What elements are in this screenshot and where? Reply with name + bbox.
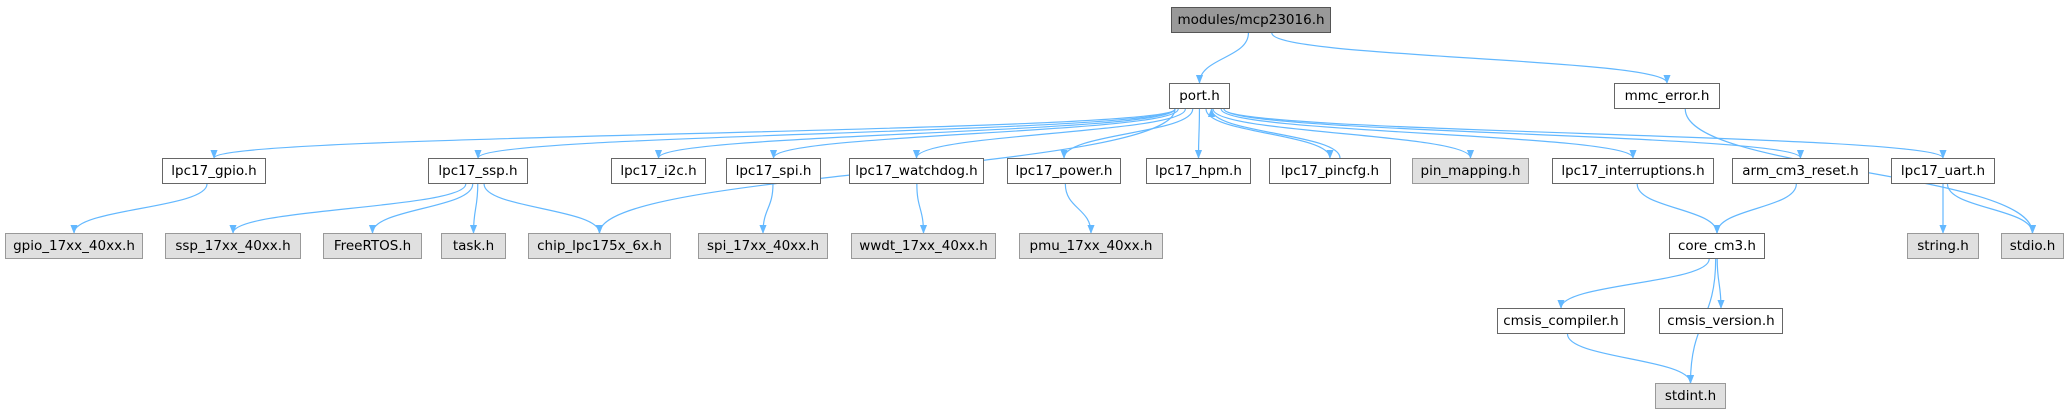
node-freertos-h[interactable]: FreeRTOS.h <box>323 233 422 259</box>
edge-core_cm3-to-cmsis_version <box>1716 258 1725 309</box>
node-cmsis-version-h[interactable]: cmsis_version.h <box>1659 308 1783 334</box>
node-chip-lpc175x-6x-h[interactable]: chip_lpc175x_6x.h <box>528 233 671 259</box>
edge-port-to-arm_cm3_reset <box>1223 108 1804 159</box>
node-port-h[interactable]: port.h <box>1169 83 1230 109</box>
edge-arm_cm3_reset-to-core_cm3 <box>1713 183 1797 234</box>
node-stdint-h[interactable]: stdint.h <box>1655 383 1726 409</box>
node-lpc17-gpio-h[interactable]: lpc17_gpio.h <box>162 158 266 184</box>
edge-port-to-pin_mapping <box>1212 108 1475 159</box>
edge-lpc17_ssp-to-ssp_17xx <box>229 183 467 234</box>
edge-lpc17_ssp-to-freertos <box>368 183 474 234</box>
node-cmsis-compiler-h[interactable]: cmsis_compiler.h <box>1497 308 1625 334</box>
node-stdio-h[interactable]: stdio.h <box>2001 233 2064 259</box>
node-task-h[interactable]: task.h <box>441 233 506 259</box>
edge-cmsis_compiler-to-stdint <box>1566 333 1695 384</box>
edge-port-to-lpc17_gpio <box>210 108 1176 159</box>
edge-lpc17_spi-to-spi_17xx <box>759 183 774 234</box>
node-spi-17xx-40xx-h[interactable]: spi_17xx_40xx.h <box>698 233 828 259</box>
node-lpc17-pincfg-h[interactable]: lpc17_pincfg.h <box>1269 158 1391 184</box>
edge-port-to-lpc17_spi <box>770 108 1179 159</box>
edge-lpc17_interruptions-to-core_cm3 <box>1636 183 1721 234</box>
node-lpc17-hpm-h[interactable]: lpc17_hpm.h <box>1146 158 1251 184</box>
node-lpc17-i2c-h[interactable]: lpc17_i2c.h <box>611 158 706 184</box>
edge-lpc17_power-to-pmu_17xx <box>1064 183 1095 234</box>
edge-port-to-lpc17_hpm <box>1194 108 1203 159</box>
node-lpc17-watchdog-h[interactable]: lpc17_watchdog.h <box>849 158 984 184</box>
node-core-cm3-h[interactable]: core_cm3.h <box>1669 233 1765 259</box>
edge-lpc17_gpio-to-gpio_17xx <box>70 183 208 234</box>
node-pmu-17xx-40xx-h[interactable]: pmu_17xx_40xx.h <box>1019 233 1163 259</box>
node-lpc17-spi-h[interactable]: lpc17_spi.h <box>726 158 821 184</box>
edge-port-to-lpc17_watchdog <box>912 108 1186 159</box>
edge-port-to-lpc17_pincfg <box>1205 108 1334 159</box>
edge-lpc17_ssp-to-chip_lpc175x <box>483 183 604 234</box>
node-lpc17-uart-h[interactable]: lpc17_uart.h <box>1891 158 1995 184</box>
edge-port-to-lpc17_uart <box>1223 108 1947 159</box>
node-lpc17-interruptions-h[interactable]: lpc17_interruptions.h <box>1552 158 1714 184</box>
node-lpc17-ssp-h[interactable]: lpc17_ssp.h <box>428 158 528 184</box>
edge-lpc17_watchdog-to-wwdt_17xx <box>916 183 928 234</box>
node-arm-cm3-reset-h[interactable]: arm_cm3_reset.h <box>1732 158 1869 184</box>
node-string-h[interactable]: string.h <box>1907 233 1979 259</box>
node-wwdt-17xx-40xx-h[interactable]: wwdt_17xx_40xx.h <box>851 233 996 259</box>
edge-core_cm3-to-cmsis_compiler <box>1557 258 1710 309</box>
node-mmc-error-h[interactable]: mmc_error.h <box>1614 83 1720 109</box>
edge-lpc17_uart-to-stdio <box>1946 183 2037 234</box>
node-lpc17-power-h[interactable]: lpc17_power.h <box>1007 158 1121 184</box>
edge-root-to-mmc_error <box>1271 32 1671 84</box>
node-pin-mapping-h[interactable]: pin_mapping.h <box>1412 158 1529 184</box>
node-gpio-17xx-40xx-h[interactable]: gpio_17xx_40xx.h <box>5 233 143 259</box>
edge-port-to-lpc17_interruptions <box>1220 108 1637 159</box>
edge-lpc17_ssp-to-task <box>469 183 479 234</box>
edge-port-to-lpc17_ssp <box>474 108 1176 159</box>
node-modules-mcp23016-h[interactable]: modules/mcp23016.h <box>1171 7 1331 33</box>
edge-port-to-lpc17_i2c <box>655 108 1176 159</box>
edge-port-to-lpc17_power <box>1060 108 1194 159</box>
node-ssp-17xx-40xx-h[interactable]: ssp_17xx_40xx.h <box>165 233 301 259</box>
edge-root-to-port <box>1195 32 1250 84</box>
edge-lpc17_pincfg-to-port <box>1207 108 1341 159</box>
